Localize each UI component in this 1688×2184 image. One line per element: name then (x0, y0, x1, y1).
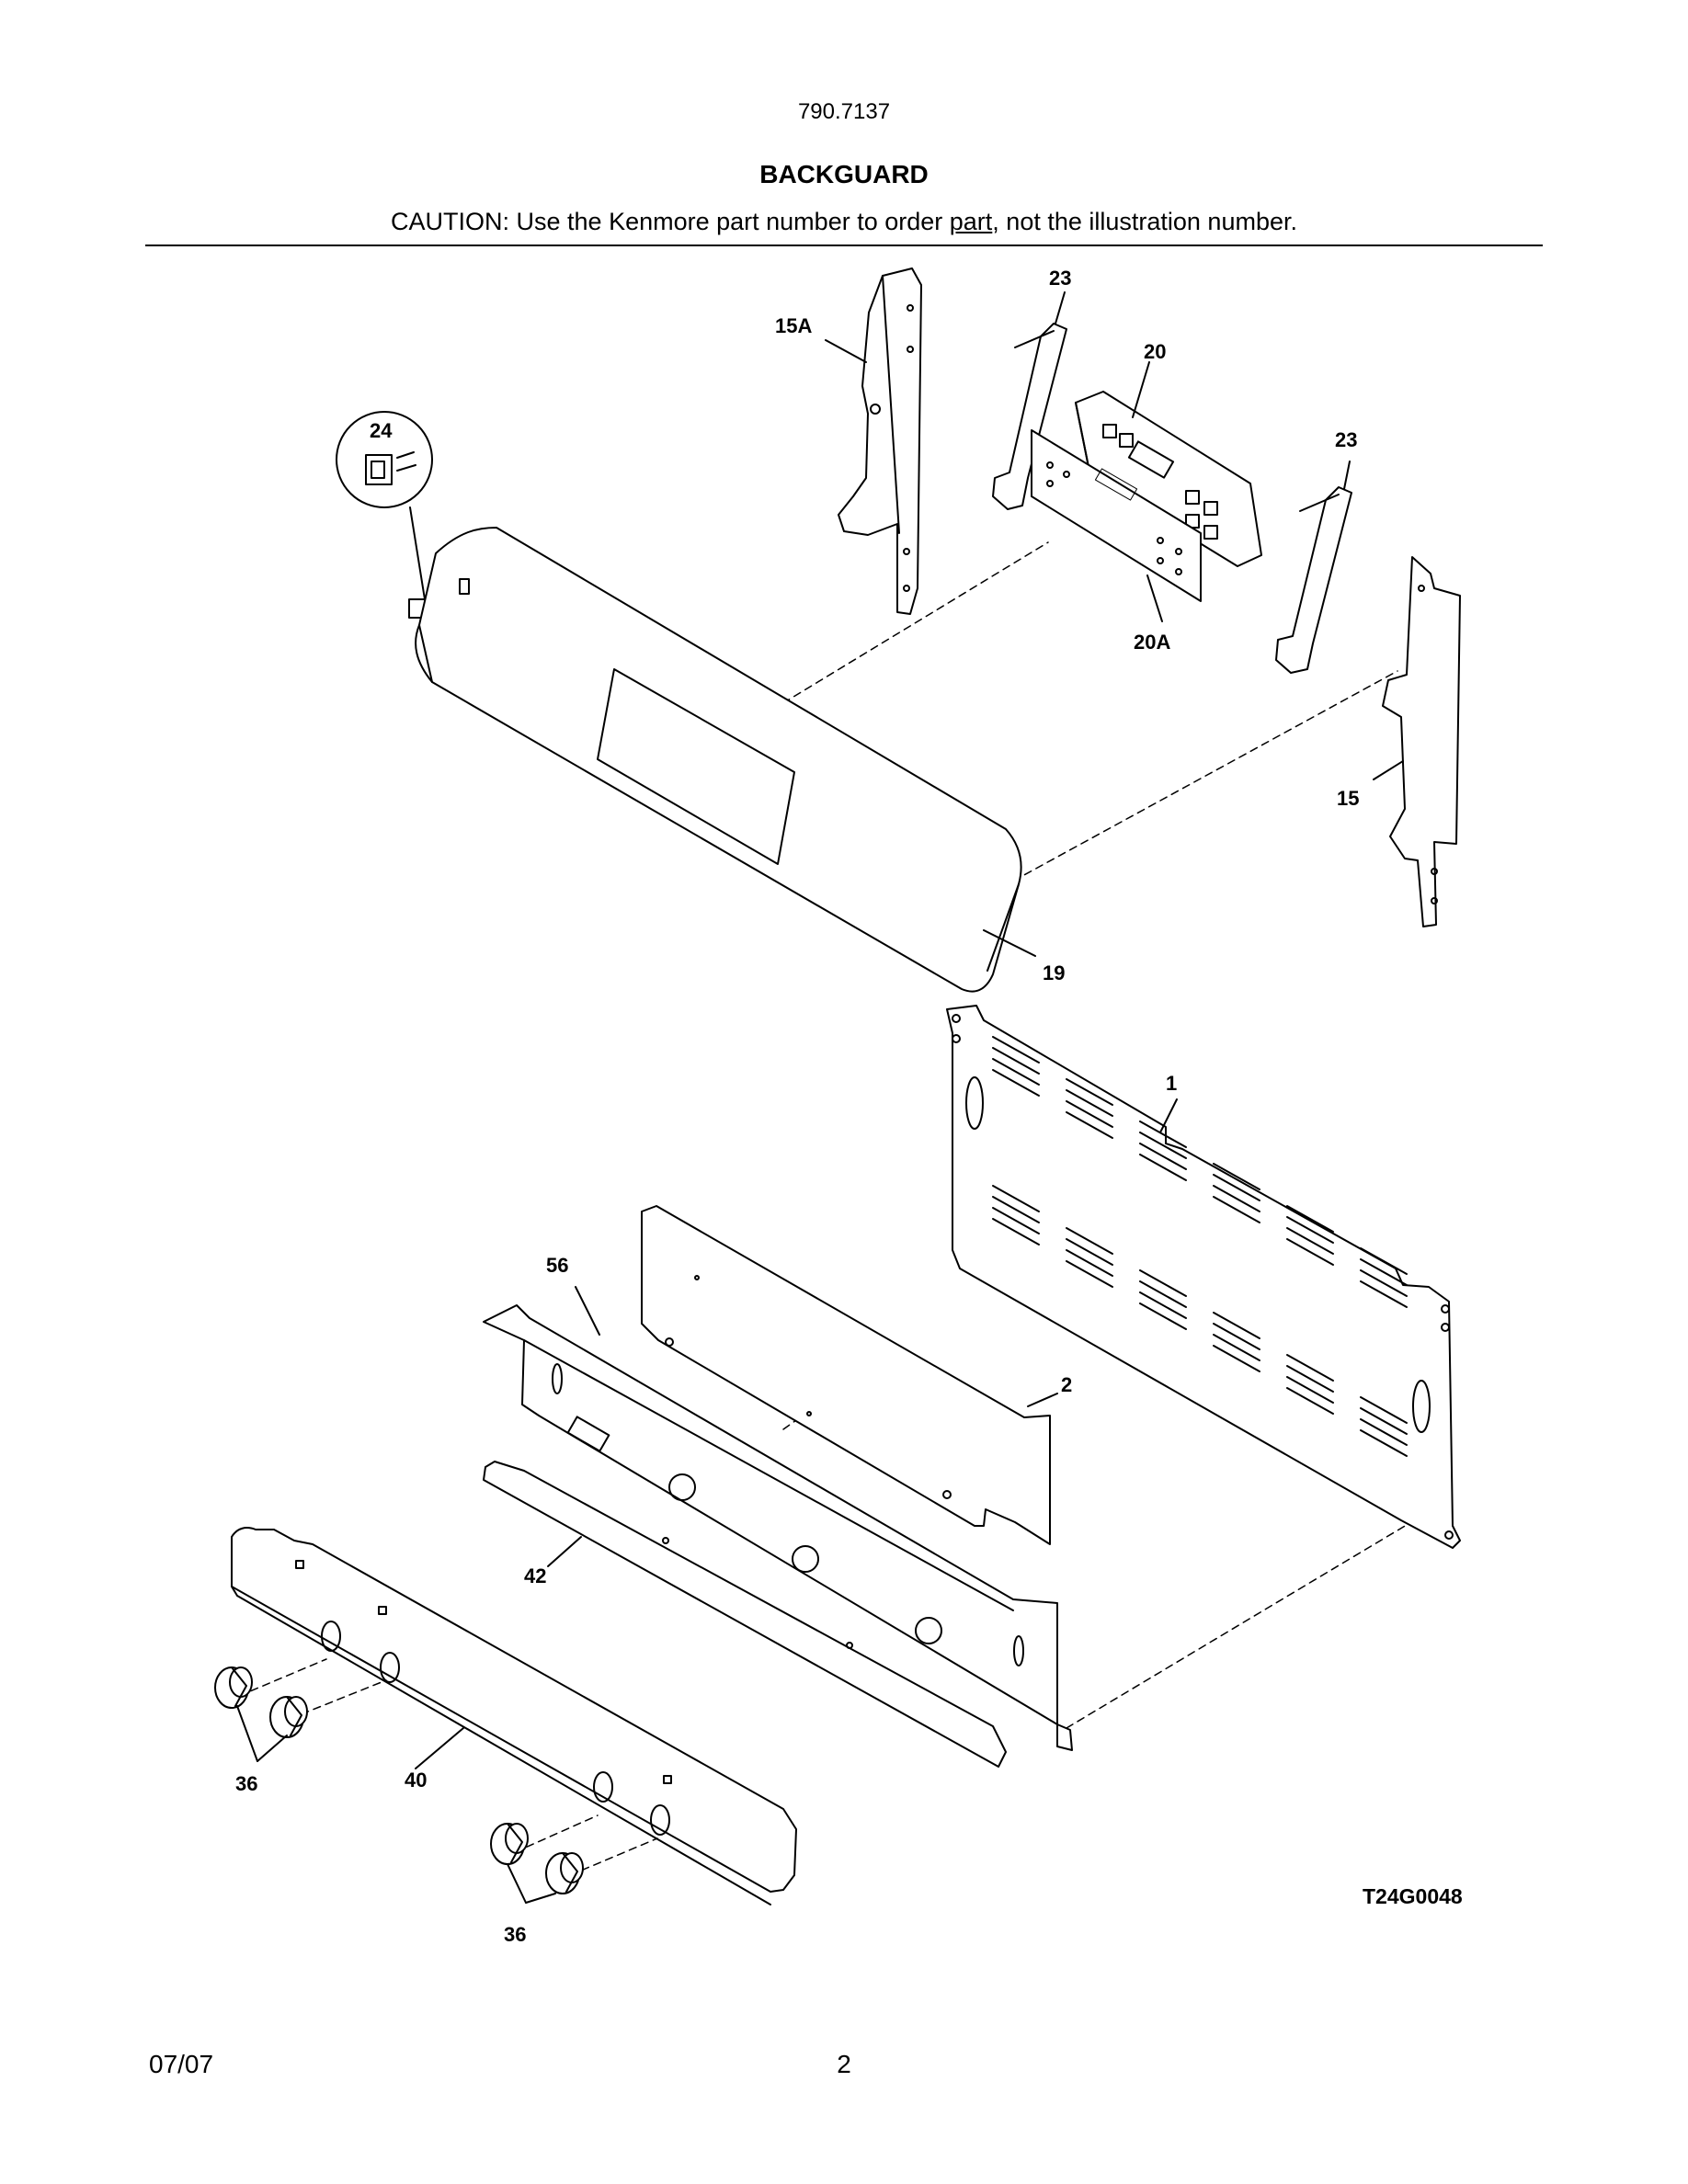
caution-note: CAUTION: Use the Kenmore part number to … (0, 208, 1688, 236)
footer-date: 07/07 (149, 2050, 214, 2078)
callout-1: 1 (1166, 1072, 1177, 1095)
header-rule (145, 245, 1543, 246)
knob-3 (490, 1823, 529, 1865)
control-panel-part (415, 527, 1022, 993)
caution-prefix: CAUTION: Use the Kenmore part number to … (391, 208, 950, 235)
lower-panel-part (483, 1304, 1073, 1751)
callout-23-left: 23 (1049, 267, 1071, 290)
callout-2: 2 (1061, 1373, 1072, 1396)
manifold-panel-part (231, 1527, 797, 1905)
flat-panel-part (641, 1205, 1051, 1545)
switch-callout-part (336, 411, 433, 619)
callout-40: 40 (405, 1769, 427, 1792)
callout-15: 15 (1337, 787, 1359, 810)
knob-1 (214, 1666, 253, 1709)
callout-19: 19 (1043, 961, 1065, 984)
left-end-cap-part (838, 267, 922, 615)
right-bracket-part (1275, 486, 1352, 674)
callout-56: 56 (546, 1254, 568, 1277)
figure-code: T24G0048 (1363, 1884, 1463, 1908)
page-title: BACKGUARD (759, 160, 929, 188)
callout-23-right: 23 (1335, 428, 1357, 451)
callout-36-left: 36 (235, 1772, 257, 1795)
callout-20: 20 (1144, 340, 1166, 363)
left-bracket-part (992, 323, 1067, 510)
callout-42: 42 (524, 1564, 546, 1587)
knobs-part (214, 1666, 584, 1894)
caution-underlined: part (949, 208, 993, 235)
trim-strip-part (483, 1461, 1007, 1768)
leader-lines (236, 291, 1404, 1904)
callout-36-right: 36 (504, 1923, 526, 1946)
callout-24: 24 (370, 419, 393, 442)
caution-suffix: , not the illustration number. (992, 208, 1297, 235)
page-number: 2 (837, 2050, 851, 2078)
callout-20A: 20A (1134, 631, 1170, 654)
right-end-cap-part (1382, 556, 1461, 927)
control-overlay-part (1031, 429, 1202, 602)
callout-labels: 15A 23 20 23 24 20A 15 19 1 56 2 42 36 4… (235, 267, 1359, 1946)
callout-15A: 15A (775, 314, 812, 337)
knob-2 (269, 1696, 308, 1738)
rear-panel-part (946, 1005, 1461, 1549)
knob-4 (545, 1852, 584, 1894)
model-number: 790.7137 (797, 99, 891, 124)
